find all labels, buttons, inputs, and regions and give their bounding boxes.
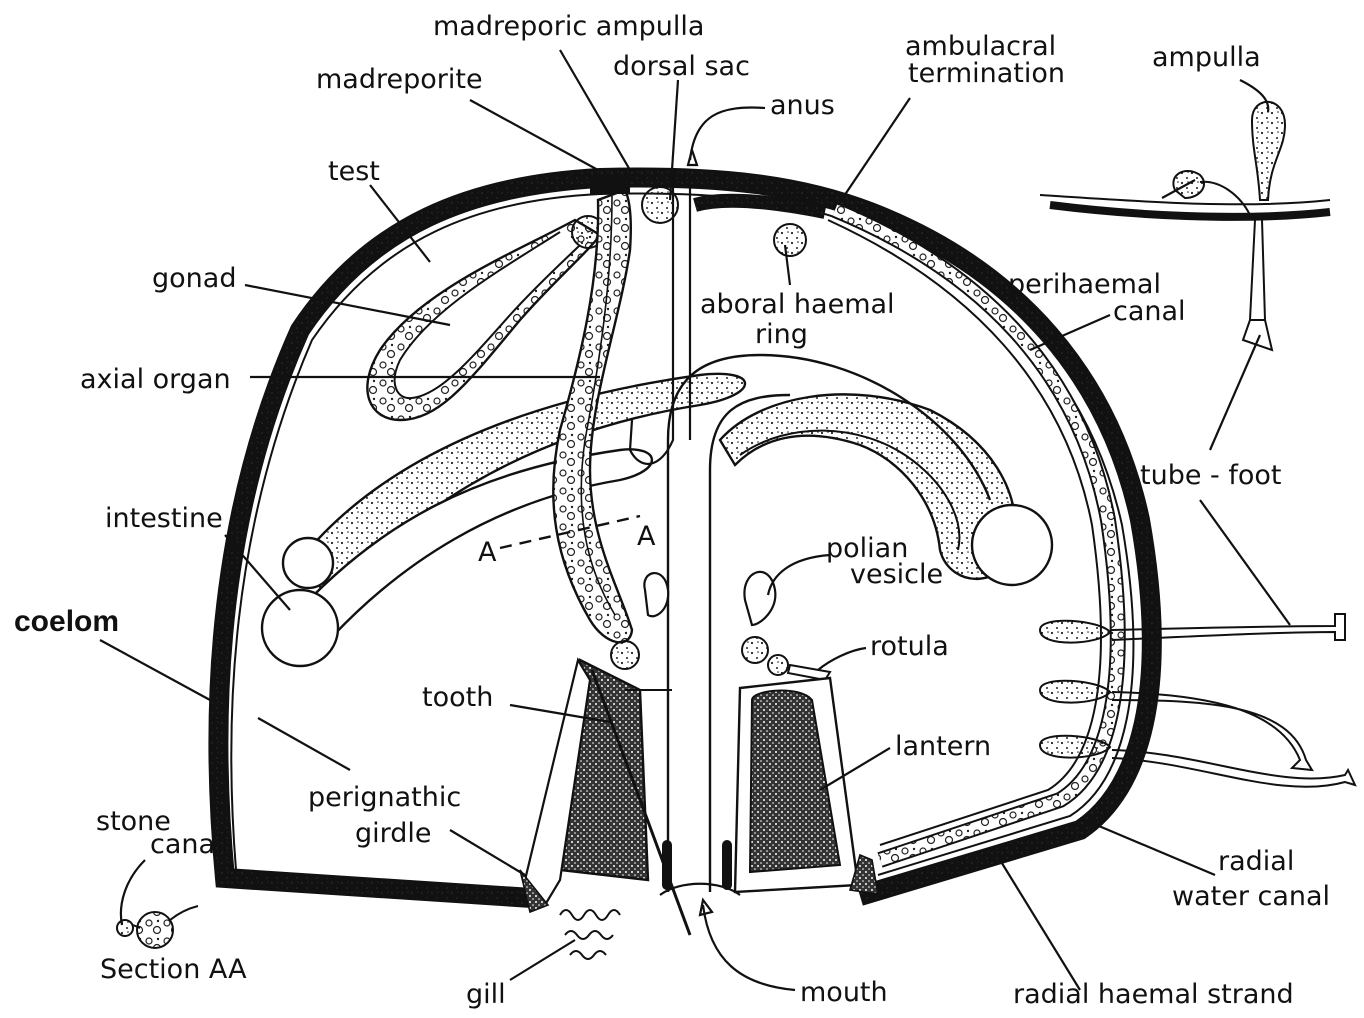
label-tube-foot: tube - foot [1140, 460, 1282, 491]
label-section-a-left: A [478, 537, 497, 568]
label-section-a-right: A [637, 521, 656, 552]
label-tooth: tooth [422, 682, 493, 713]
section-aa-inset [117, 906, 198, 948]
label-madreporite: madreporite [316, 64, 483, 95]
label-test: test [328, 156, 380, 187]
label-perignathic-2: girdle [355, 818, 432, 849]
label-rotula: rotula [870, 631, 949, 662]
label-madreporic-ampulla: madreporic ampulla [433, 11, 704, 42]
tube-foot-1 [1040, 614, 1345, 643]
label-anus: anus [770, 90, 835, 121]
label-aboral-haemal-1: aboral haemal [700, 289, 895, 320]
label-lantern: lantern [895, 731, 991, 762]
gill [560, 910, 620, 959]
label-dorsal-sac: dorsal sac [613, 51, 750, 82]
aboral-haemal-ring [695, 201, 825, 256]
label-stone-canal-2: canal [150, 829, 223, 860]
label-ambulacral-2: termination [908, 58, 1065, 89]
label-coelom: coelom [14, 605, 119, 638]
label-aboral-haemal-2: ring [755, 319, 808, 350]
lantern [722, 678, 858, 892]
label-polian-2: vesicle [850, 559, 943, 590]
label-gonad: gonad [152, 263, 236, 294]
label-perignathic-1: perignathic [308, 782, 461, 813]
label-radial-water-1: radial [1218, 846, 1294, 877]
label-perihaemal-2: canal [1113, 296, 1186, 327]
label-radial-haemal-strand: radial haemal strand [1013, 979, 1294, 1010]
label-mouth: mouth [800, 977, 888, 1008]
label-axial-organ: axial organ [80, 364, 231, 395]
polian-vesicle [611, 572, 788, 675]
label-section-aa: Section AA [100, 954, 247, 985]
gonad [367, 216, 604, 420]
label-radial-water-2: water canal [1172, 881, 1330, 912]
label-intestine: intestine [105, 503, 223, 534]
label-ampulla: ampulla [1152, 42, 1261, 73]
label-gill: gill [466, 979, 506, 1010]
